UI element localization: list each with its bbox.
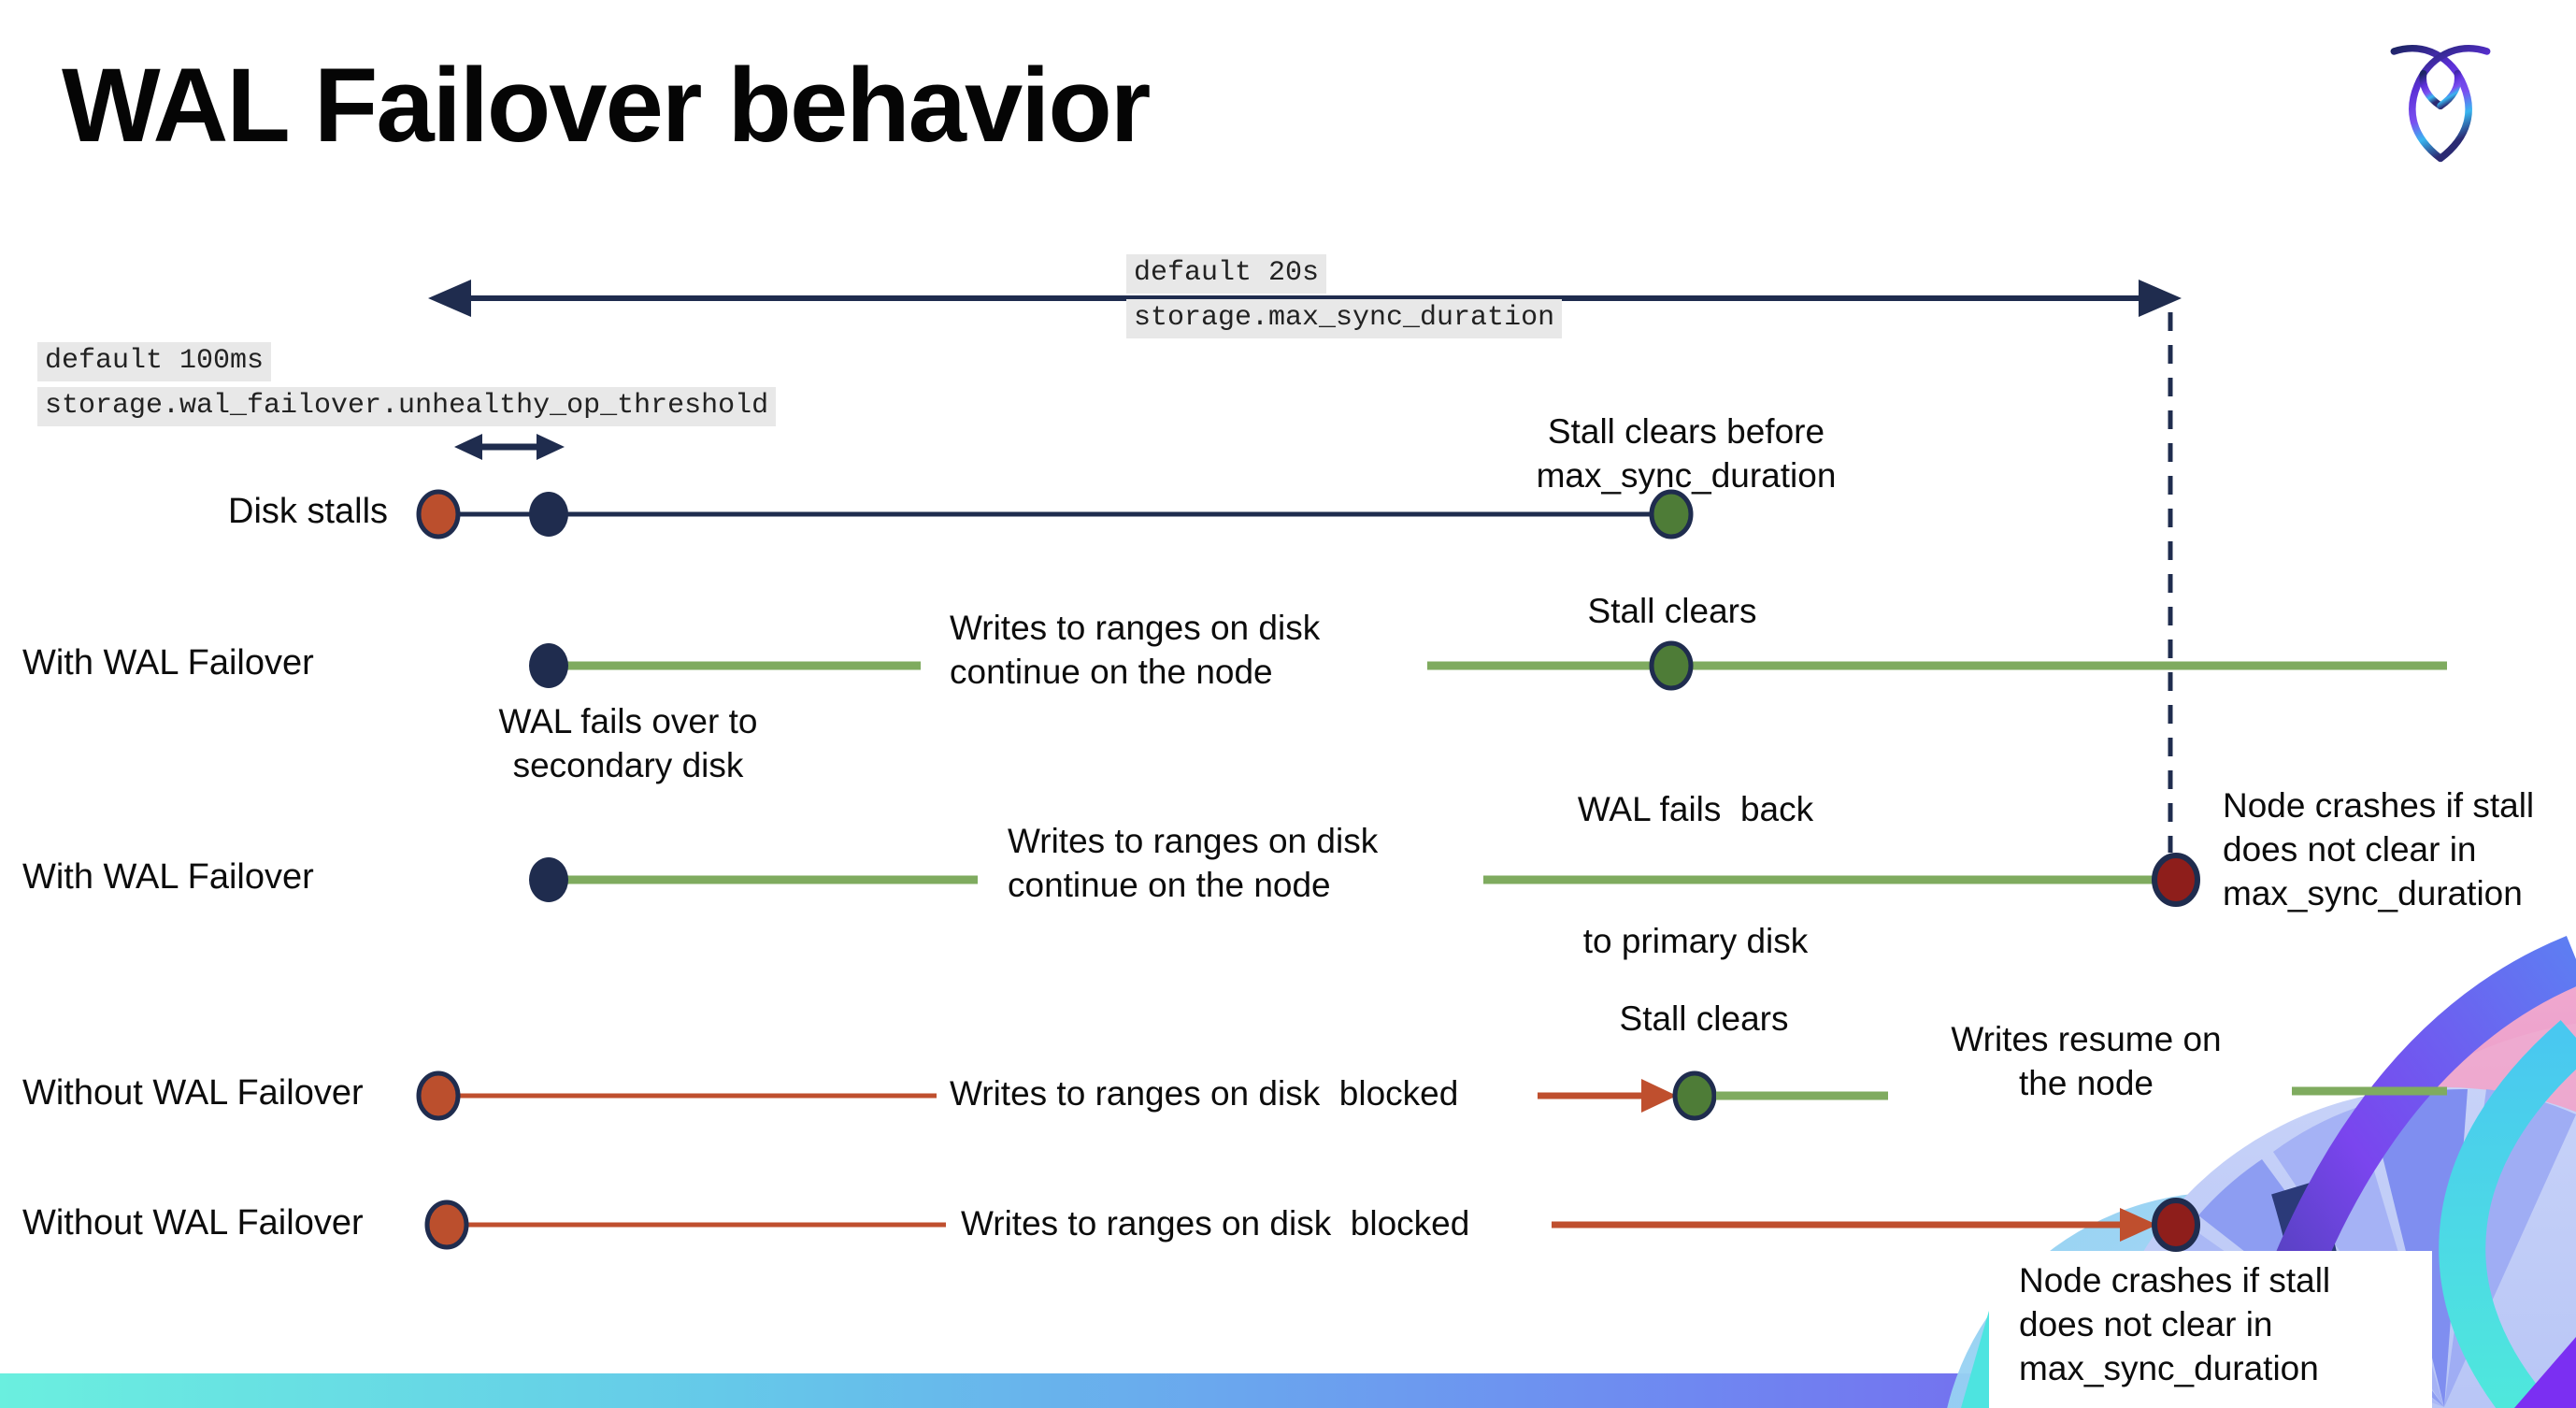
cockroachdb-logo-icon <box>2390 44 2491 163</box>
arrowhead-right-icon <box>1641 1079 1677 1113</box>
arrowhead-right-icon <box>537 434 565 460</box>
writes-continue-line1: Writes to ranges on disk <box>950 609 1321 647</box>
max-sync-setting: storage.max_sync_duration <box>1126 299 1563 338</box>
crash-note-1-line1: Node crashes if stall <box>2223 786 2535 825</box>
failover-dot <box>529 643 568 688</box>
writes-blocked-note-1: Writes to ranges on disk blocked <box>950 1074 1459 1113</box>
stall-start-dot <box>424 1200 469 1250</box>
failover-note-line1: WAL fails over to <box>498 702 758 740</box>
node-crash-dot <box>2152 853 2200 907</box>
writes-continue-note-2: Writes to ranges on disk continue on the… <box>1008 819 1378 907</box>
node-crash-dot <box>2152 1198 2200 1252</box>
unhealthy-op-default: default 100ms <box>37 342 272 381</box>
stall-clears-dot <box>1649 640 1694 691</box>
crash-note-2-line3: max_sync_duration <box>2019 1349 2319 1387</box>
crash-note-2-line1: Node crashes if stall <box>2019 1261 2331 1300</box>
stall-clears-note-2: Stall clears <box>1619 999 1789 1038</box>
unhealthy-op-setting-label: default 100ms storage.wal_failover.unhea… <box>37 342 777 432</box>
crash-note-1-line3: max_sync_duration <box>2223 874 2523 912</box>
stall-clears-before-note: Stall clears before max_sync_duration <box>1499 409 1873 497</box>
writes-resume-line1: Writes resume on <box>1951 1020 2222 1058</box>
max-sync-default: default 20s <box>1126 254 1327 294</box>
art-petal <box>2369 1088 2468 1407</box>
failover-note: WAL fails over to secondary disk <box>441 699 815 787</box>
failover-dot <box>529 857 568 902</box>
stall-clears-before-line2: max_sync_duration <box>1536 456 1837 495</box>
art-purple-corner <box>2514 1337 2576 1408</box>
writes-continue-line2: continue on the node <box>950 653 1273 691</box>
writes-continue-line1: Writes to ranges on disk <box>1008 822 1379 860</box>
threshold-dot <box>529 492 568 537</box>
stall-start-dot <box>416 489 461 539</box>
writes-continue-line2: continue on the node <box>1008 866 1331 904</box>
failback-note: WAL fails back to primary disk <box>1509 699 1882 1051</box>
crash-note-2-line2: does not clear in <box>2019 1305 2273 1343</box>
failover-note-line2: secondary disk <box>512 746 744 784</box>
stall-clears-before-line1: Stall clears before <box>1547 412 1825 451</box>
crash-note-1-line2: does not clear in <box>2223 830 2477 869</box>
page-title: WAL Failover behavior <box>62 47 1151 164</box>
row-label-with-wal-failover-2: With WAL Failover <box>22 857 314 897</box>
row-label-without-wal-failover-2: Without WAL Failover <box>22 1203 364 1243</box>
row-label-with-wal-failover-1: With WAL Failover <box>22 643 314 682</box>
unhealthy-op-setting: storage.wal_failover.unhealthy_op_thresh… <box>37 387 777 426</box>
arrowhead-left-icon <box>428 280 471 317</box>
max-sync-setting-label: default 20s storage.max_sync_duration <box>1126 254 1563 344</box>
arrowhead-right-icon <box>2139 280 2182 317</box>
stall-clears-note-1: Stall clears <box>1587 592 1757 630</box>
row-label-disk-stalls: Disk stalls <box>228 492 389 531</box>
failback-note-line2: to primary disk <box>1582 922 1809 960</box>
arrowhead-left-icon <box>454 434 482 460</box>
writes-blocked-note-2: Writes to ranges on disk blocked <box>961 1204 1470 1243</box>
art-cyan-wedge <box>1961 1298 1993 1408</box>
stall-clears-dot <box>1672 1070 1717 1121</box>
crash-note-1: Node crashes if stall does not clear in … <box>2223 783 2534 915</box>
stall-start-dot <box>416 1070 461 1121</box>
art-cyan-arc <box>2439 1020 2576 1408</box>
row-label-without-wal-failover-1: Without WAL Failover <box>22 1073 364 1113</box>
writes-resume-note: Writes resume on the node <box>1899 1017 2273 1105</box>
arrowhead-right-icon <box>2120 1208 2157 1242</box>
crash-note-2: Node crashes if stall does not clear in … <box>2019 1258 2330 1390</box>
crash-callout-box: Node crashes if stall does not clear in … <box>1989 1251 2432 1408</box>
stall-clears-dot <box>1649 489 1694 539</box>
writes-resume-line2: the node <box>2018 1064 2154 1102</box>
failback-note-line1: WAL fails back <box>1577 790 1814 828</box>
writes-continue-note-1: Writes to ranges on disk continue on the… <box>950 606 1320 694</box>
